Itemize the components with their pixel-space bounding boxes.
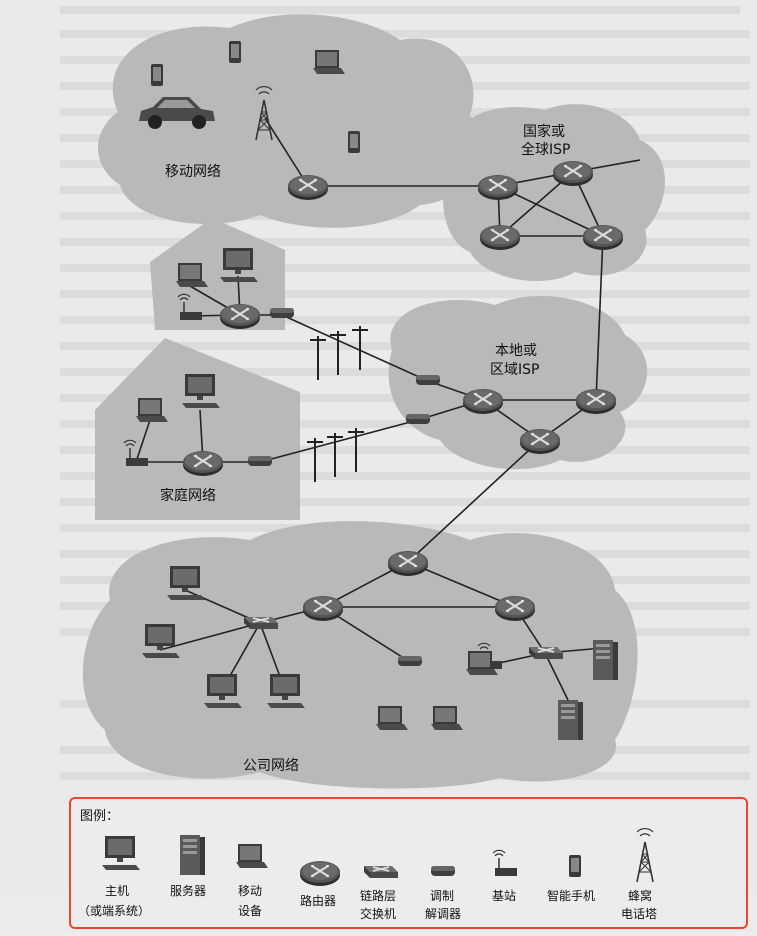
national-isp-label-line1: 国家或 [523, 123, 565, 140]
legend-item-mobile-device: 移动 设备 [236, 844, 268, 918]
modem-icon [431, 866, 455, 876]
link-layer-switch-icon [243, 616, 279, 630]
legend-item-base-station: 基站 [492, 849, 518, 903]
server-icon [558, 700, 583, 740]
home-network-house-lower [95, 338, 300, 520]
legend-label: 调制 [430, 889, 454, 903]
legend-label: 链路层 [360, 888, 396, 903]
router-icon [298, 859, 342, 888]
legend-label: 移动 [238, 884, 262, 898]
legend-label: 服务器 [170, 883, 206, 898]
home-network-label: 家庭网络 [160, 487, 216, 504]
regional-isp-label-line2: 区域ISP [490, 362, 539, 378]
link-layer-switch-icon [363, 865, 399, 879]
legend-item-router: 路由器 [298, 859, 342, 908]
smartphone-icon [229, 41, 241, 63]
legend: 图例： 主机 （或端系统） 服务器 移动 设备 路由器 链路层 交换机 调制 解… [69, 797, 748, 929]
smartphone-icon [348, 131, 360, 153]
server-icon [180, 835, 205, 875]
legend-label: （或端系统） [78, 904, 150, 918]
regional-isp-cloud [388, 296, 648, 470]
legend-label: 主机 [105, 884, 129, 898]
legend-item-smartphone: 智能手机 [547, 855, 595, 903]
regional-isp-label-line1: 本地或 [495, 343, 537, 359]
smartphone-icon [569, 855, 581, 877]
mobile-network-label: 移动网络 [165, 164, 221, 180]
legend-item-switch: 链路层 交换机 [360, 865, 399, 921]
legend-item-cell-tower: 蜂窝 电话塔 [621, 827, 657, 921]
legend-label: 解调器 [425, 907, 461, 921]
enterprise-network-label: 公司网络 [243, 758, 299, 774]
legend-label: 基站 [492, 889, 516, 903]
legend-label: 交换机 [360, 906, 396, 921]
link-layer-switch-icon [528, 646, 564, 660]
enterprise-network-cloud [82, 521, 638, 789]
legend-item-modem: 调制 解调器 [425, 866, 461, 921]
legend-title: 图例： [80, 809, 119, 824]
smartphone-icon [151, 64, 163, 86]
legend-label: 设备 [238, 904, 262, 918]
legend-item-server: 服务器 [170, 835, 206, 898]
legend-item-host: 主机 （或端系统） [78, 836, 150, 918]
mobile-network-cloud [98, 14, 483, 228]
server-icon [593, 640, 618, 680]
legend-label: 蜂窝 [628, 888, 652, 903]
legend-label: 智能手机 [547, 888, 595, 903]
national-isp-label-line2: 全球ISP [521, 141, 570, 158]
legend-label: 电话塔 [621, 907, 657, 921]
legend-label: 路由器 [300, 893, 336, 908]
